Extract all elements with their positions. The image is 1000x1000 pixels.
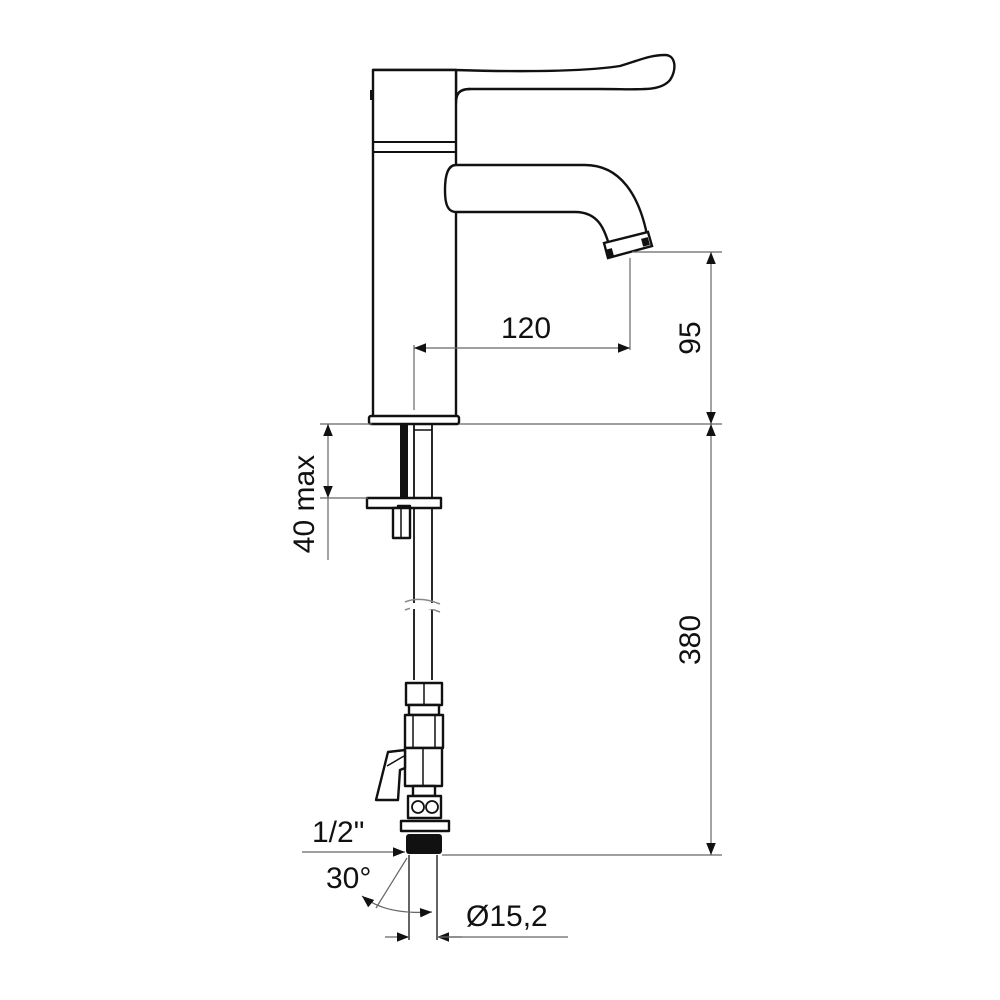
hose-length-label: 380 — [674, 615, 707, 665]
spout-height-label: 95 — [674, 321, 707, 354]
clamp-plate — [365, 496, 443, 510]
dimension-thread: 1/2" — [302, 816, 405, 857]
dimension-spout-reach: 120 — [413, 258, 631, 410]
threaded-connector — [406, 834, 442, 854]
base-flange — [367, 414, 461, 426]
threaded-rod — [400, 424, 408, 500]
spout-reach-label: 120 — [501, 312, 551, 345]
deck-thickness-label: 40 max — [288, 455, 321, 553]
thread-size-label: 1/2" — [312, 816, 364, 849]
dimension-deck-thickness: 40 max — [288, 423, 372, 560]
dimension-spout-height: 95 — [459, 251, 722, 425]
dimension-angle: 30° — [326, 857, 433, 918]
dimension-hose-length: 380 — [442, 424, 722, 856]
spout — [443, 163, 654, 260]
isolation-valve — [374, 681, 451, 940]
dimension-diameter: Ø15,2 — [385, 900, 568, 942]
pipe-diameter-label: Ø15,2 — [466, 900, 548, 933]
mounting-assembly — [365, 424, 443, 680]
valve-lever — [374, 748, 407, 802]
angle-label: 30° — [326, 862, 371, 895]
